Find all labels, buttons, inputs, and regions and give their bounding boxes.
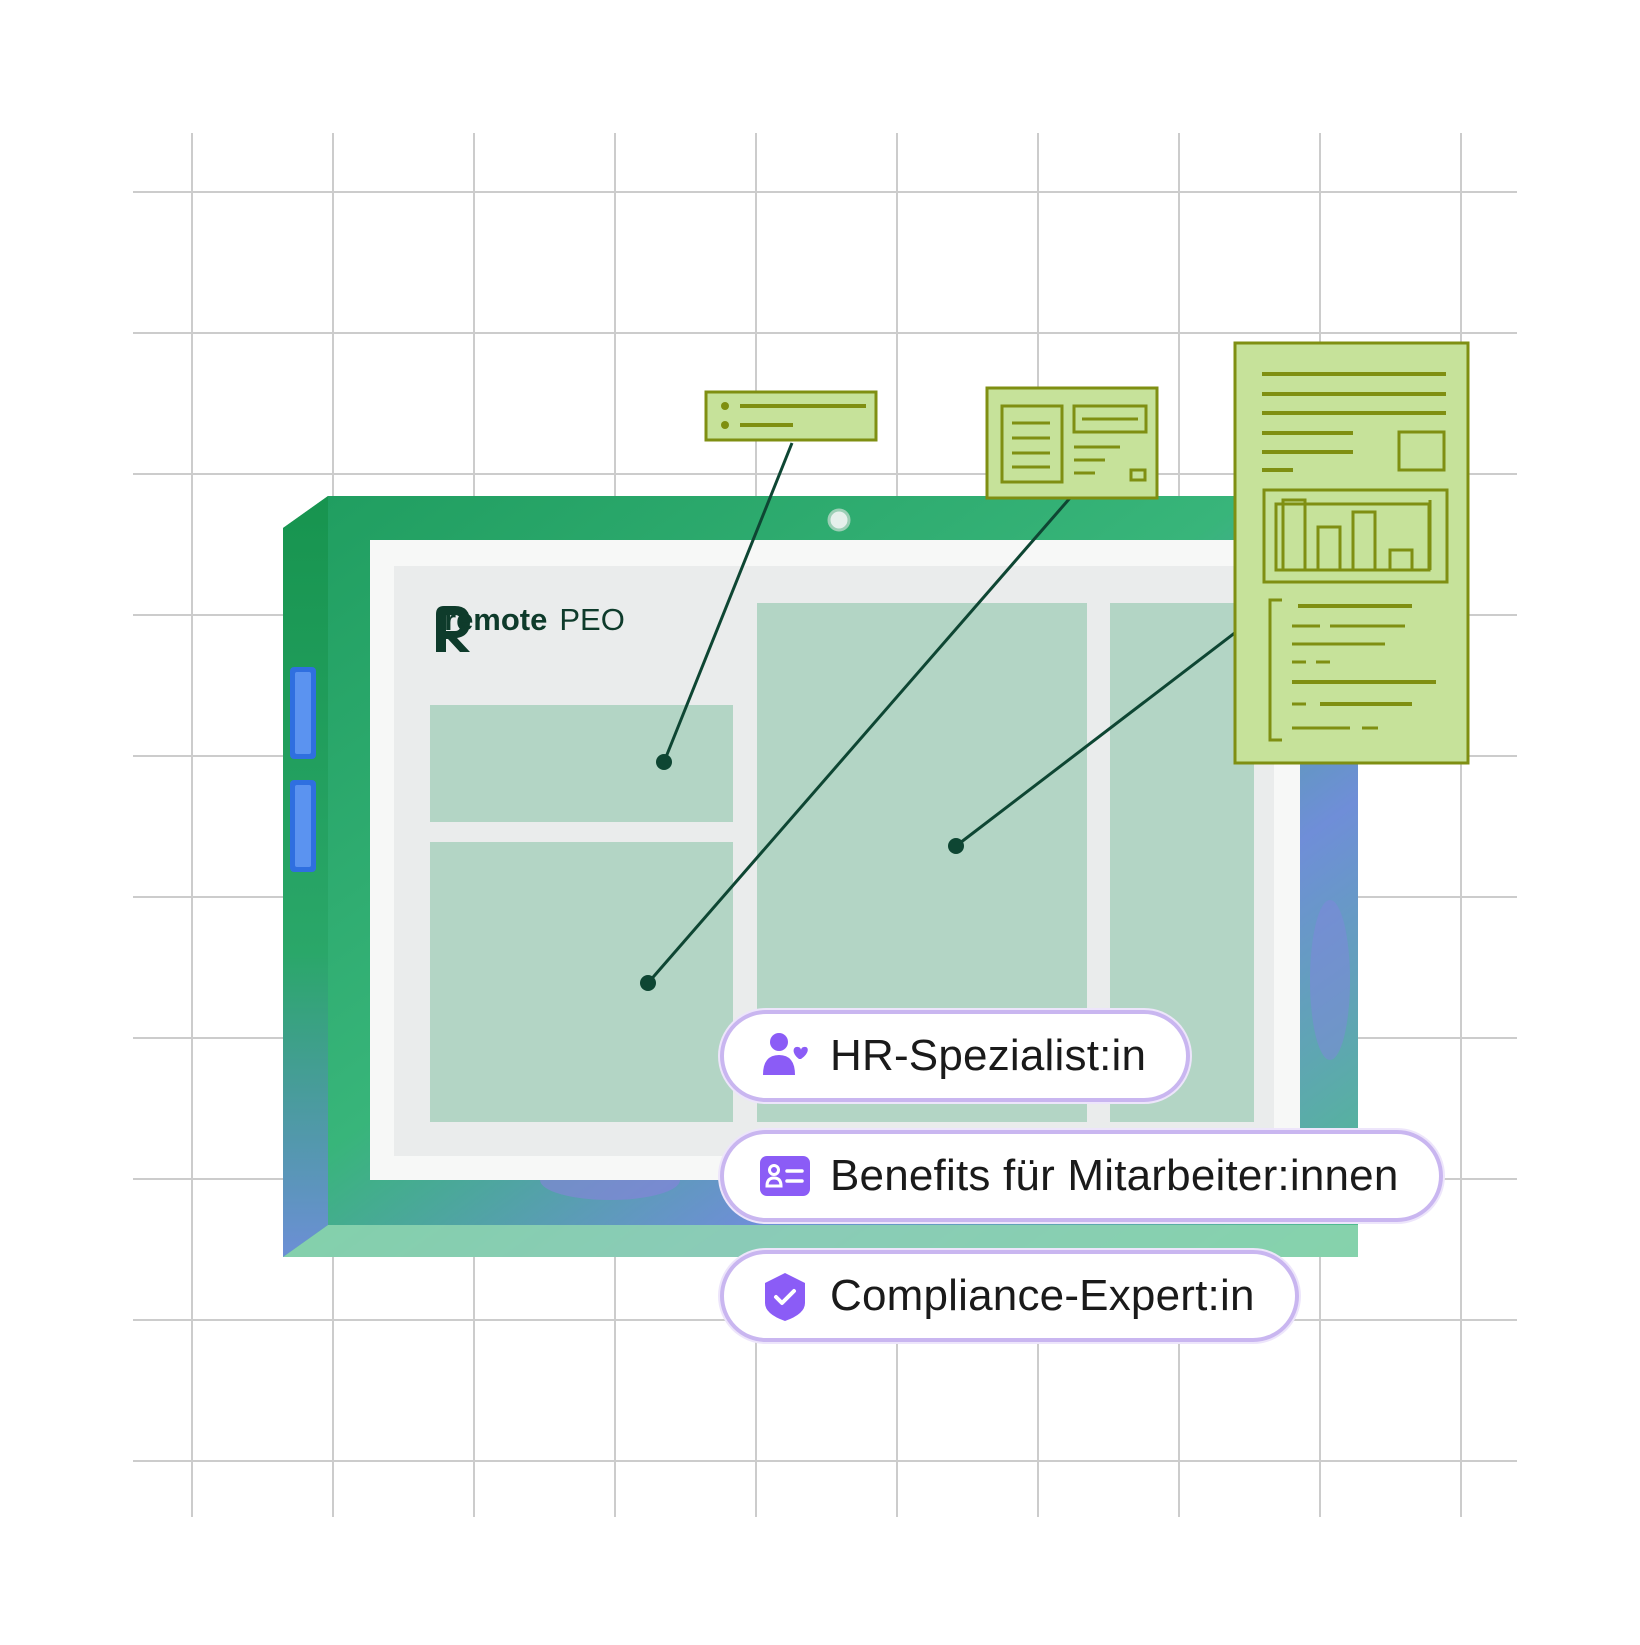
panel-bottom-left [430, 842, 733, 1122]
floating-layout-card [985, 386, 1159, 500]
logo-wordmark: remote [444, 602, 548, 637]
pill-employee-benefits-label: Benefits für Mitarbeiter:innen [830, 1151, 1399, 1200]
connector-lines [646, 442, 1237, 984]
panel-small-top-left [430, 705, 733, 822]
pill-compliance-expert-label: Compliance-Expert:in [830, 1271, 1255, 1320]
floating-report-document [1233, 341, 1470, 765]
pill-employee-benefits: Benefits für Mitarbeiter:innen [720, 1130, 1443, 1222]
id-card-icon [758, 1149, 812, 1203]
camera-icon [827, 508, 851, 532]
logo-product-name: PEO [559, 602, 625, 637]
pill-hr-specialist: HR-Spezialist:in [720, 1010, 1191, 1102]
pill-compliance-expert: Compliance-Expert:in [720, 1250, 1299, 1342]
floating-list-card [704, 390, 878, 442]
remote-logo-icon [436, 606, 470, 652]
bar-chart-icon [1262, 488, 1449, 584]
shield-check-icon [758, 1269, 812, 1323]
side-buttons [290, 667, 316, 872]
people-heart-icon [758, 1029, 812, 1083]
remote-peo-logo: remote PEO [434, 602, 625, 638]
pill-hr-specialist-label: HR-Spezialist:in [830, 1031, 1147, 1080]
connector-dots [640, 754, 964, 991]
